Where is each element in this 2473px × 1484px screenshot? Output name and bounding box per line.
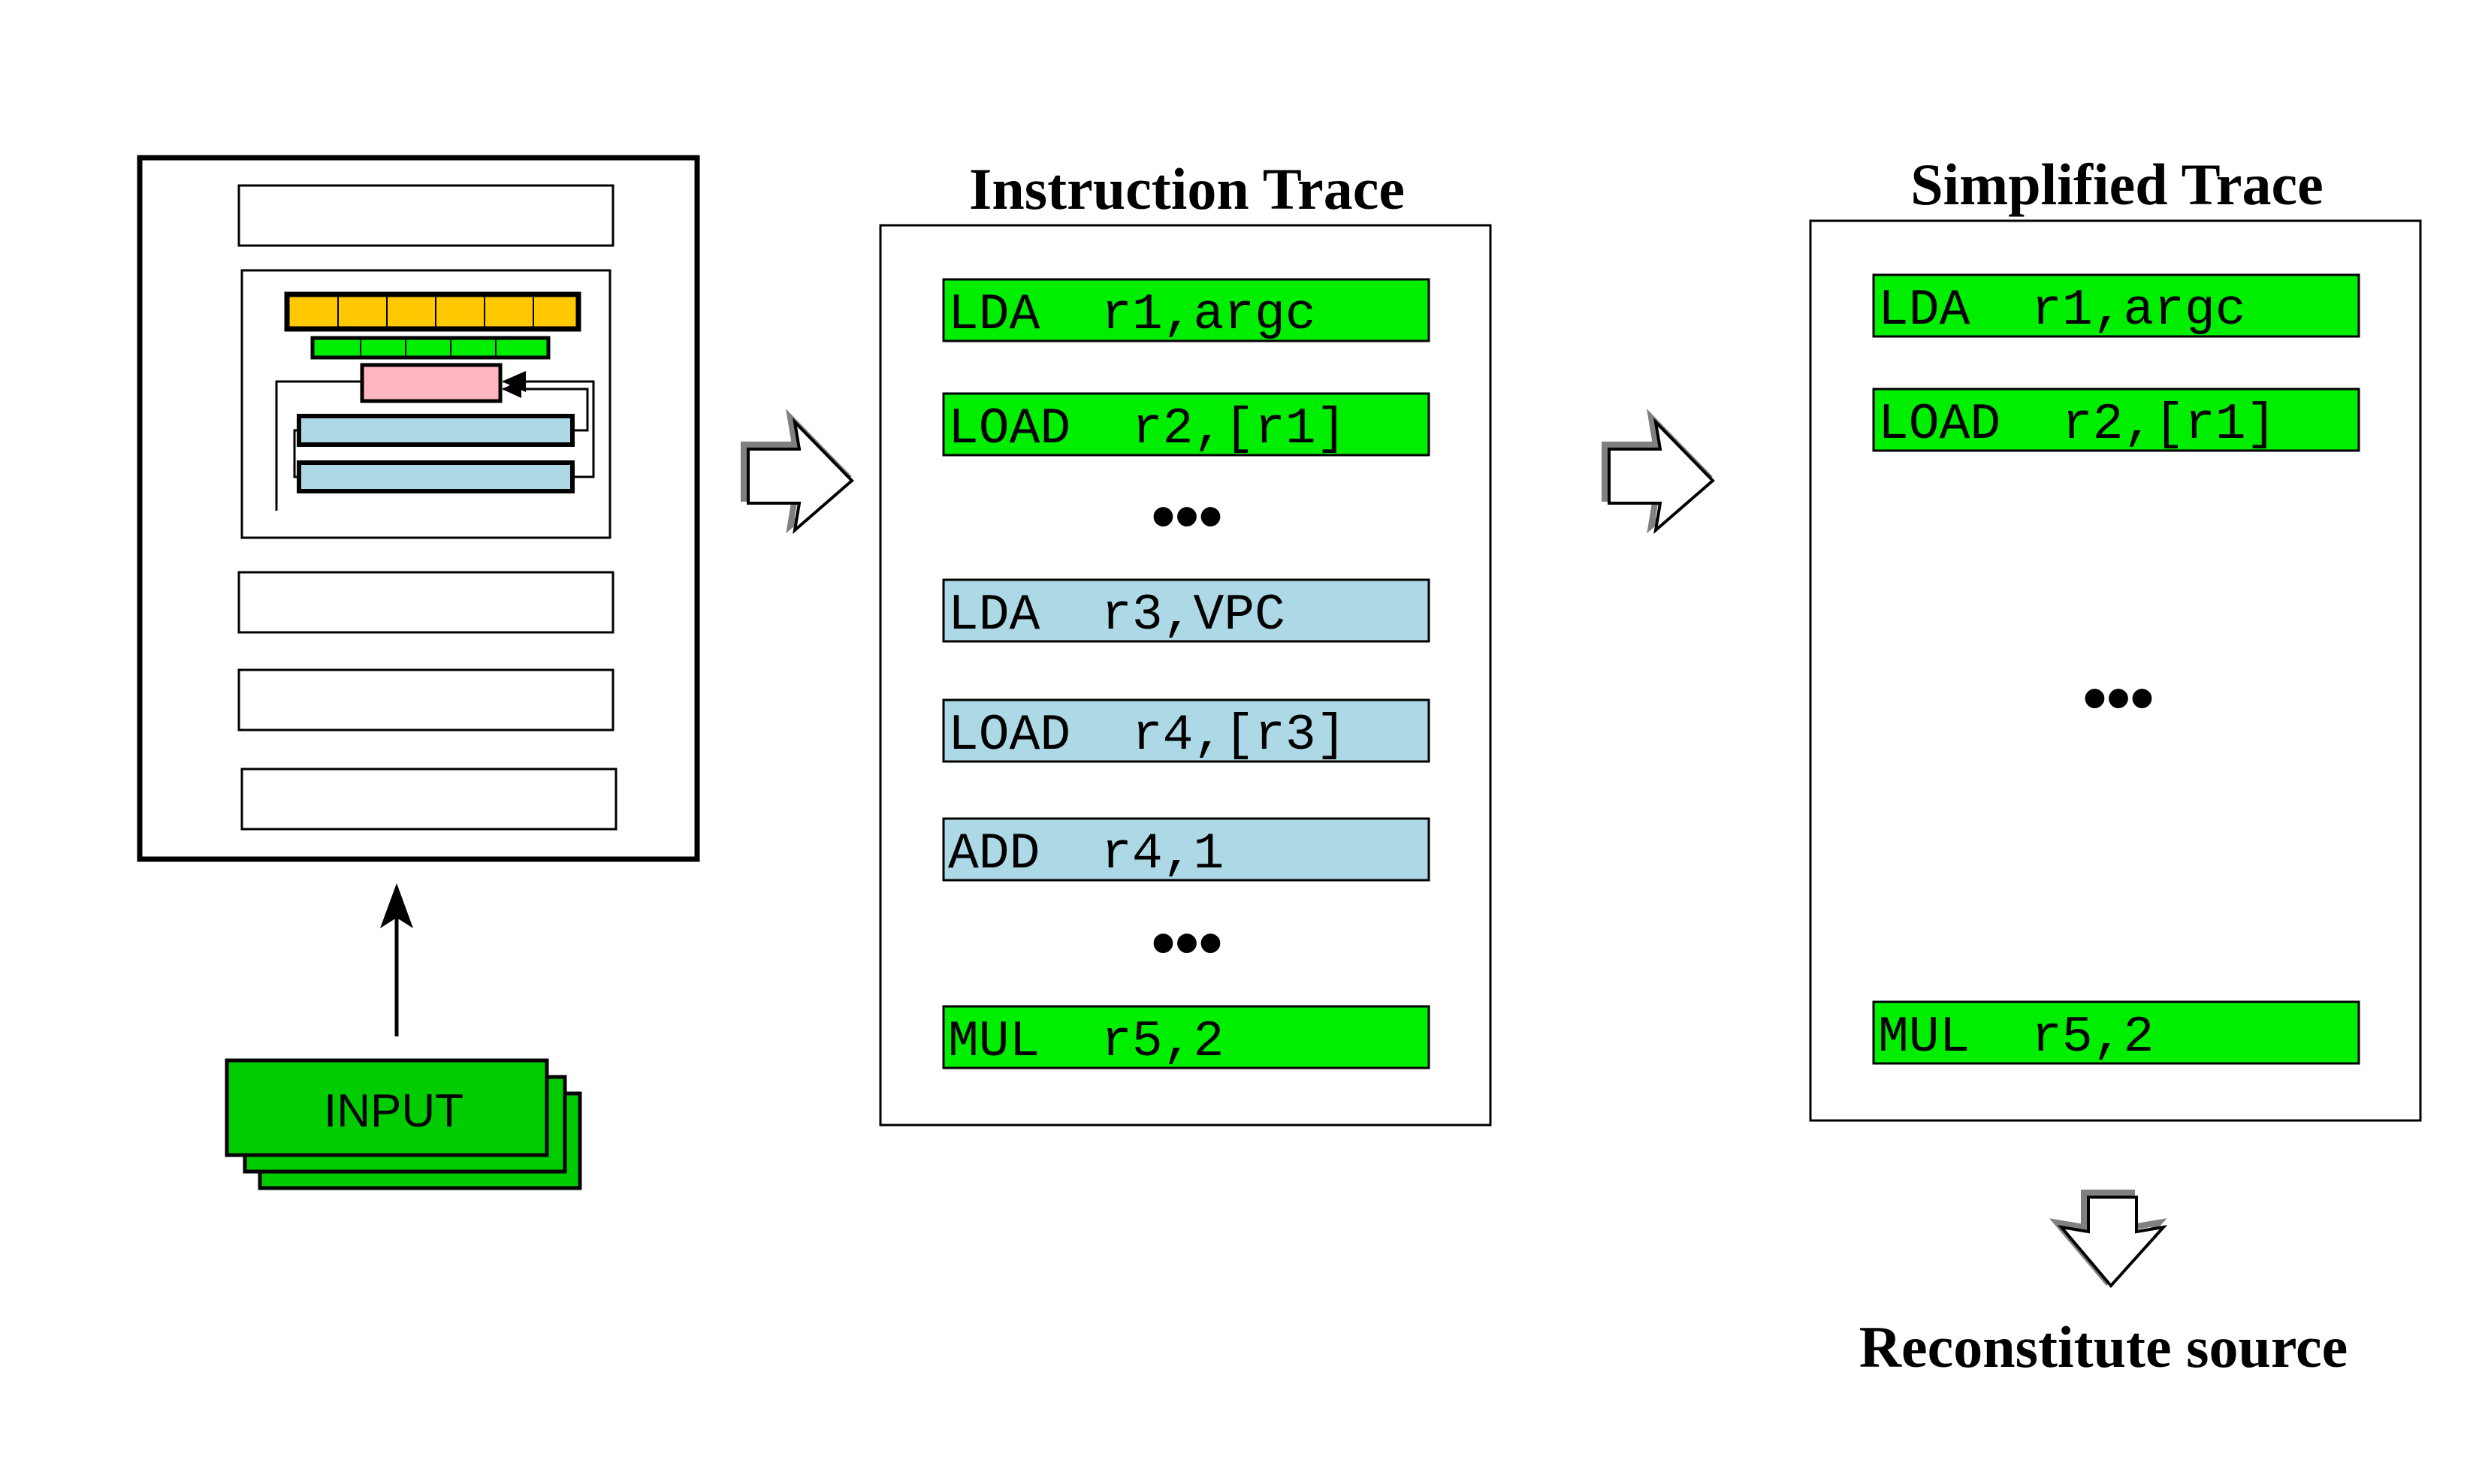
arrow-up-icon (380, 883, 413, 1036)
trace-line: LOAD r2,[r1] (942, 392, 1430, 458)
trace-ellipsis: ••• (1152, 906, 1223, 981)
instruction-trace-panel: Instruction Trace LDA r1,argc LOAD r2,[r… (879, 156, 1492, 1127)
input-label: INPUT (324, 1085, 463, 1137)
trace-ellipsis: ••• (1152, 479, 1223, 554)
input-stack: INPUT (225, 1058, 582, 1190)
trace-line: ADD r4,1 (942, 817, 1430, 883)
trace-line-text: LOAD r4,[r3] (948, 707, 1347, 765)
reconstitute-source-label: Reconstitute source (1859, 1314, 2348, 1380)
simplified-line-text: LOAD r2,[r1] (1878, 396, 2277, 454)
simplified-line-text: MUL r5,2 (1878, 1009, 2154, 1066)
simplified-line: MUL r5,2 (1872, 1000, 2360, 1066)
arrow-down-icon (2049, 1190, 2168, 1289)
simplified-line: LDA r1,argc (1872, 273, 2360, 339)
trace-line-text: ADD r4,1 (948, 825, 1224, 883)
trace-line-text: LDA r1,argc (948, 286, 1316, 344)
trace-line-text: LDA r3,VPC (948, 587, 1285, 644)
trace-line: LDA r1,argc (942, 278, 1430, 344)
trace-line-text: MUL r5,2 (948, 1013, 1224, 1071)
program-icon (137, 155, 700, 862)
simplified-trace-panel: Simplified Trace LDA r1,argc LOAD r2,[r1… (1809, 152, 2422, 1122)
trace-line-text: LOAD r2,[r1] (948, 400, 1347, 458)
arrow-right-icon (741, 409, 854, 535)
simplified-line-text: LDA r1,argc (1878, 282, 2246, 339)
simplified-trace-title: Simplified Trace (1910, 152, 2324, 217)
trace-line: LDA r3,VPC (942, 578, 1430, 644)
instruction-trace-title: Instruction Trace (969, 156, 1405, 222)
arrow-right-icon (1602, 409, 1715, 535)
trace-line: MUL r5,2 (942, 1005, 1430, 1071)
trace-line: LOAD r4,[r3] (942, 698, 1430, 765)
simplified-ellipsis: ••• (2083, 661, 2154, 736)
simplified-line: LOAD r2,[r1] (1872, 388, 2360, 454)
